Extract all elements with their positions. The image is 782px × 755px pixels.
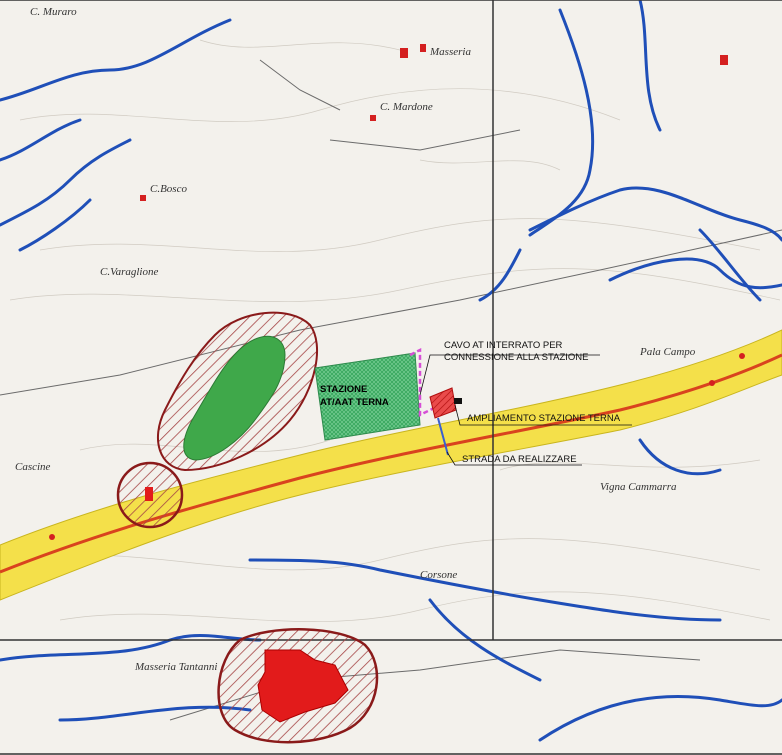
svg-text:Pala Campo: Pala Campo [639, 346, 696, 358]
red-area-south[interactable] [257, 649, 349, 723]
station-label-line2: AT/AAT TERNA [320, 397, 389, 408]
svg-text:C.Varaglione: C.Varaglione [100, 266, 158, 278]
new-road[interactable] [437, 417, 449, 456]
svg-text:Masseria: Masseria [429, 46, 471, 58]
building-markers [49, 44, 745, 540]
contour-lines [9, 39, 781, 622]
terna-station[interactable] [314, 352, 421, 441]
road-label: STRADA DA REALIZZARE [462, 454, 577, 465]
svg-text:Cascine: Cascine [15, 461, 51, 473]
svg-text:C.Bosco: C.Bosco [150, 183, 187, 195]
svg-text:Vigna Cammarra: Vigna Cammarra [600, 481, 677, 493]
cable-label-line1: CAVO AT INTERRATO PER [444, 340, 563, 351]
svg-text:C. Mardone: C. Mardone [380, 101, 433, 113]
buffer-corridor [0, 329, 782, 601]
station-label-line1: STAZIONE [320, 384, 367, 395]
svg-text:C. Muraro: C. Muraro [30, 6, 77, 18]
place-names: C. Muraro C.Bosco C.Varaglione C. Mardon… [15, 6, 696, 673]
annotation-leaders [419, 354, 632, 466]
svg-text:Masseria Tantanni: Masseria Tantanni [134, 661, 217, 673]
green-area[interactable] [183, 335, 286, 461]
red-site-west[interactable] [145, 487, 153, 501]
cable-label-line2: CONNESSIONE ALLA STAZIONE [444, 352, 588, 363]
expansion-label: AMPLIAMENTO STAZIONE TERNA [467, 413, 621, 424]
underground-cable[interactable] [409, 347, 441, 418]
svg-text:Corsone: Corsone [420, 569, 457, 581]
expansion-marker [454, 398, 462, 404]
